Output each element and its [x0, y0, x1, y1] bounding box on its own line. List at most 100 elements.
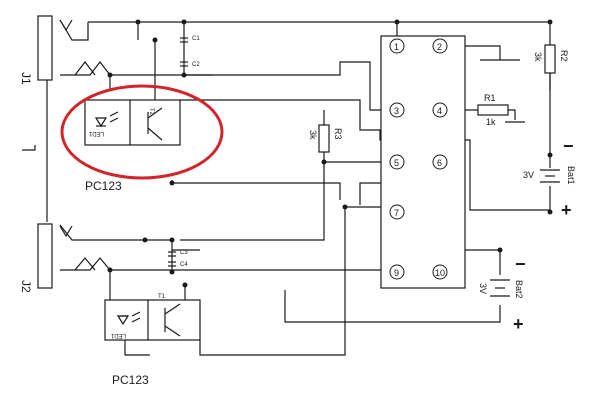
led-arrow: [109, 111, 119, 117]
junction-dot: [181, 72, 187, 78]
capacitor-c3-label: C3: [180, 250, 188, 256]
battery-bat2: 3V Bat2 − +: [478, 254, 526, 334]
j1-contact2-wire: [60, 61, 397, 111]
chip-pin-7: 7: [389, 204, 405, 220]
connector-j2: J2: [19, 223, 96, 293]
optocoupler-top-transistor-label: T2: [148, 108, 154, 116]
j1-arrow: [59, 19, 73, 32]
chip: 1 2 3 4 5 6 7 9: [380, 35, 466, 289]
resistor-r3-value: 3k: [308, 130, 318, 140]
battery-bat2-voltage: 3V: [478, 283, 488, 294]
pin-marker: [389, 204, 405, 220]
resistor-r3: R3 3k: [308, 124, 343, 153]
phototransistor-collector: [147, 107, 163, 119]
junction-dot: [107, 267, 113, 273]
led-icon: [94, 117, 108, 128]
pin-marker: [432, 264, 448, 280]
highlight-ring: [60, 84, 224, 180]
pin-marker: [389, 102, 405, 118]
capacitor-c1-label: C1: [192, 36, 200, 42]
pin-number: 4: [437, 106, 442, 116]
capacitor-bank-bottom: C3 C4: [168, 250, 188, 268]
junction-dot: [169, 180, 175, 186]
phototransistor-emitter: [164, 325, 181, 337]
junction-dot: [394, 19, 400, 25]
chip-pin-2: 2: [432, 38, 448, 54]
junction-dot: [181, 19, 187, 25]
resistor-r2-value: 3k: [533, 52, 543, 62]
connector-j2-label: J2: [19, 280, 33, 293]
capacitor-bank-top: C1 C2: [180, 36, 200, 68]
junction-dot: [497, 247, 503, 253]
opto-top-right-wire: [180, 99, 550, 211]
optocoupler-bottom-led-label: LED1: [110, 332, 126, 338]
pin-number: 1: [394, 42, 399, 52]
optocoupler-top: LED1 T2 PC123: [84, 99, 181, 193]
battery-bat2-minus: −: [515, 254, 526, 274]
led-arrow: [131, 311, 141, 317]
resistor-r1-value: 1k: [486, 117, 496, 127]
resistor-r2: R2 3k: [533, 44, 569, 90]
junction-dot: [321, 159, 327, 165]
pin-marker: [432, 102, 448, 118]
bat2-bottom-wire: [284, 290, 501, 323]
chip-pin-10: 10: [432, 264, 448, 280]
junction-dot: [169, 237, 175, 243]
pin7-down-wire: [199, 207, 346, 356]
connector-j1: J1: [19, 15, 96, 85]
phototransistor-emitter: [147, 127, 163, 141]
opto-bottom-bottom-wire: [124, 340, 150, 356]
battery-bat1-minus: −: [563, 136, 574, 156]
junction-dot: [152, 37, 158, 43]
pin9-wire: [60, 257, 397, 271]
j1-contact1-wire: [59, 19, 89, 41]
j2-arrow: [74, 257, 96, 271]
pin2-wire: [450, 45, 501, 60]
battery-bat1: 3V Bat1 − +: [523, 136, 576, 220]
pin-number: 7: [394, 208, 399, 218]
r3-left-drop: [180, 162, 325, 241]
pin-marker: [389, 264, 405, 280]
battery-bat1-voltage: 3V: [523, 170, 534, 180]
junction-dot: [182, 282, 188, 288]
connector-j1-label: J1: [19, 72, 33, 85]
chip-pin-6: 6: [432, 154, 448, 170]
junction-dot: [169, 269, 175, 275]
j2-contact1-wire: [59, 224, 170, 241]
chip-pin-3: 3: [389, 102, 405, 118]
led-arrow: [109, 117, 119, 123]
ground-tick: [22, 145, 36, 151]
optocoupler-bottom-name: PC123: [112, 373, 149, 387]
pin-marker: [432, 154, 448, 170]
j2-arrow: [59, 225, 73, 238]
junction-dot: [135, 19, 141, 25]
battery-bat2-name: Bat2: [514, 280, 524, 299]
chip-pin-4: 4: [432, 102, 448, 118]
resistor-r2-name: R2: [559, 50, 569, 62]
optocoupler-bottom: LED1 T1 PC123: [104, 294, 201, 387]
junction-dot: [142, 237, 148, 243]
resistor-r2-body: [544, 44, 556, 74]
battery-bat1-plus: +: [561, 200, 572, 220]
pin-number: 10: [435, 268, 445, 278]
battery-bat1-name: Bat1: [566, 166, 576, 185]
pin-number: 9: [394, 268, 399, 278]
opto-top-emitter-wire: [171, 180, 341, 200]
resistor-r3-body: [318, 124, 330, 153]
connector-j1-body: [37, 15, 53, 81]
chip-pin-5: 5: [389, 154, 405, 170]
resistor-r3-name: R3: [333, 128, 343, 140]
capacitor-c4-label: C4: [180, 262, 188, 268]
pin-marker: [389, 38, 405, 54]
pin-number: 3: [394, 106, 399, 116]
j1-arrow: [74, 61, 96, 76]
connector-j2-body: [37, 223, 53, 289]
battery-bat2-plus: +: [513, 314, 524, 334]
optocoupler-top-led-label: LED1: [88, 130, 104, 136]
resistor-r1-body: [477, 104, 509, 116]
led-arrow: [131, 317, 141, 323]
pin-number: 6: [437, 158, 442, 168]
pin-number: 5: [394, 158, 399, 168]
pin-marker: [432, 38, 448, 54]
